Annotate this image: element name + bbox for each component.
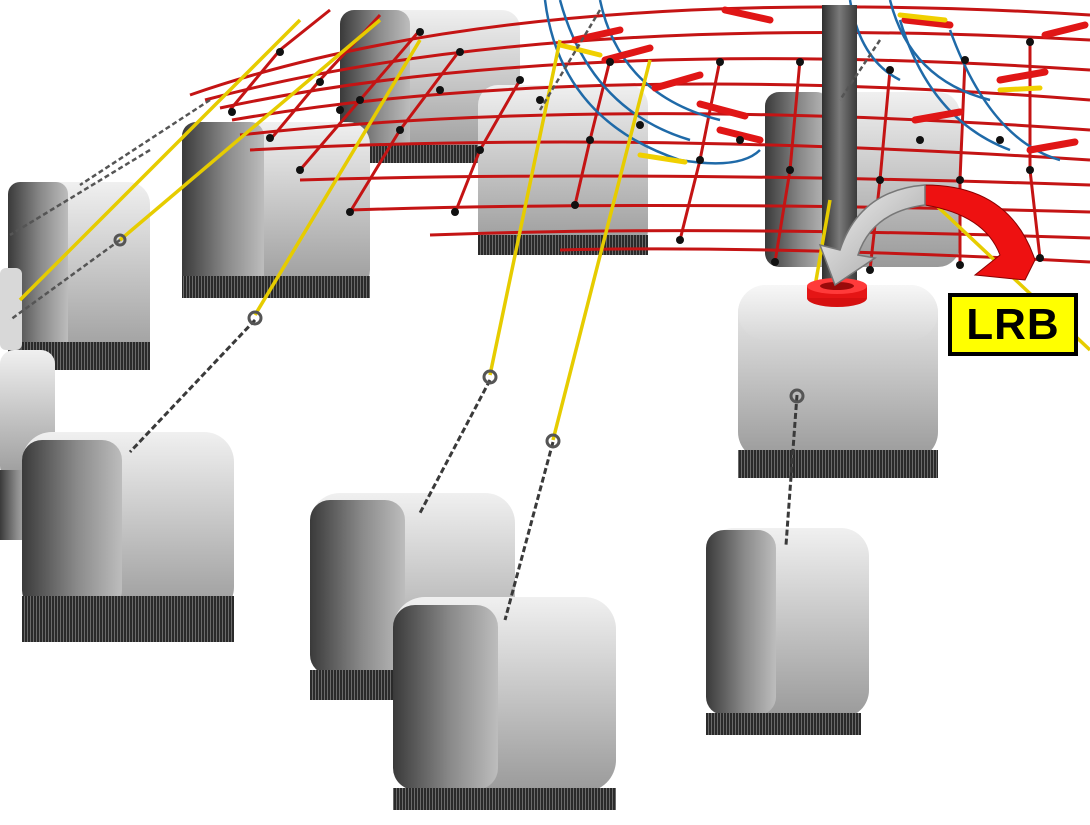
concrete-block-front-4 <box>706 528 869 735</box>
back-chains <box>9 9 882 322</box>
ladder-rungs-yellow <box>557 12 1043 165</box>
bearing-ring <box>807 278 867 307</box>
lrb-base-block <box>738 285 938 478</box>
net-knots <box>228 28 1044 274</box>
concrete-block-left-1 <box>182 122 370 298</box>
blue-ladder-loops <box>543 0 1061 165</box>
curved-arrow-icon <box>818 184 1036 287</box>
concrete-block-left-2 <box>8 182 150 370</box>
concrete-block-front-3 <box>393 597 616 810</box>
concrete-block-front-1 <box>22 432 234 642</box>
anchor-chains <box>128 318 799 621</box>
lrb-label: LRB <box>948 293 1078 356</box>
turnbuckles <box>113 233 805 449</box>
